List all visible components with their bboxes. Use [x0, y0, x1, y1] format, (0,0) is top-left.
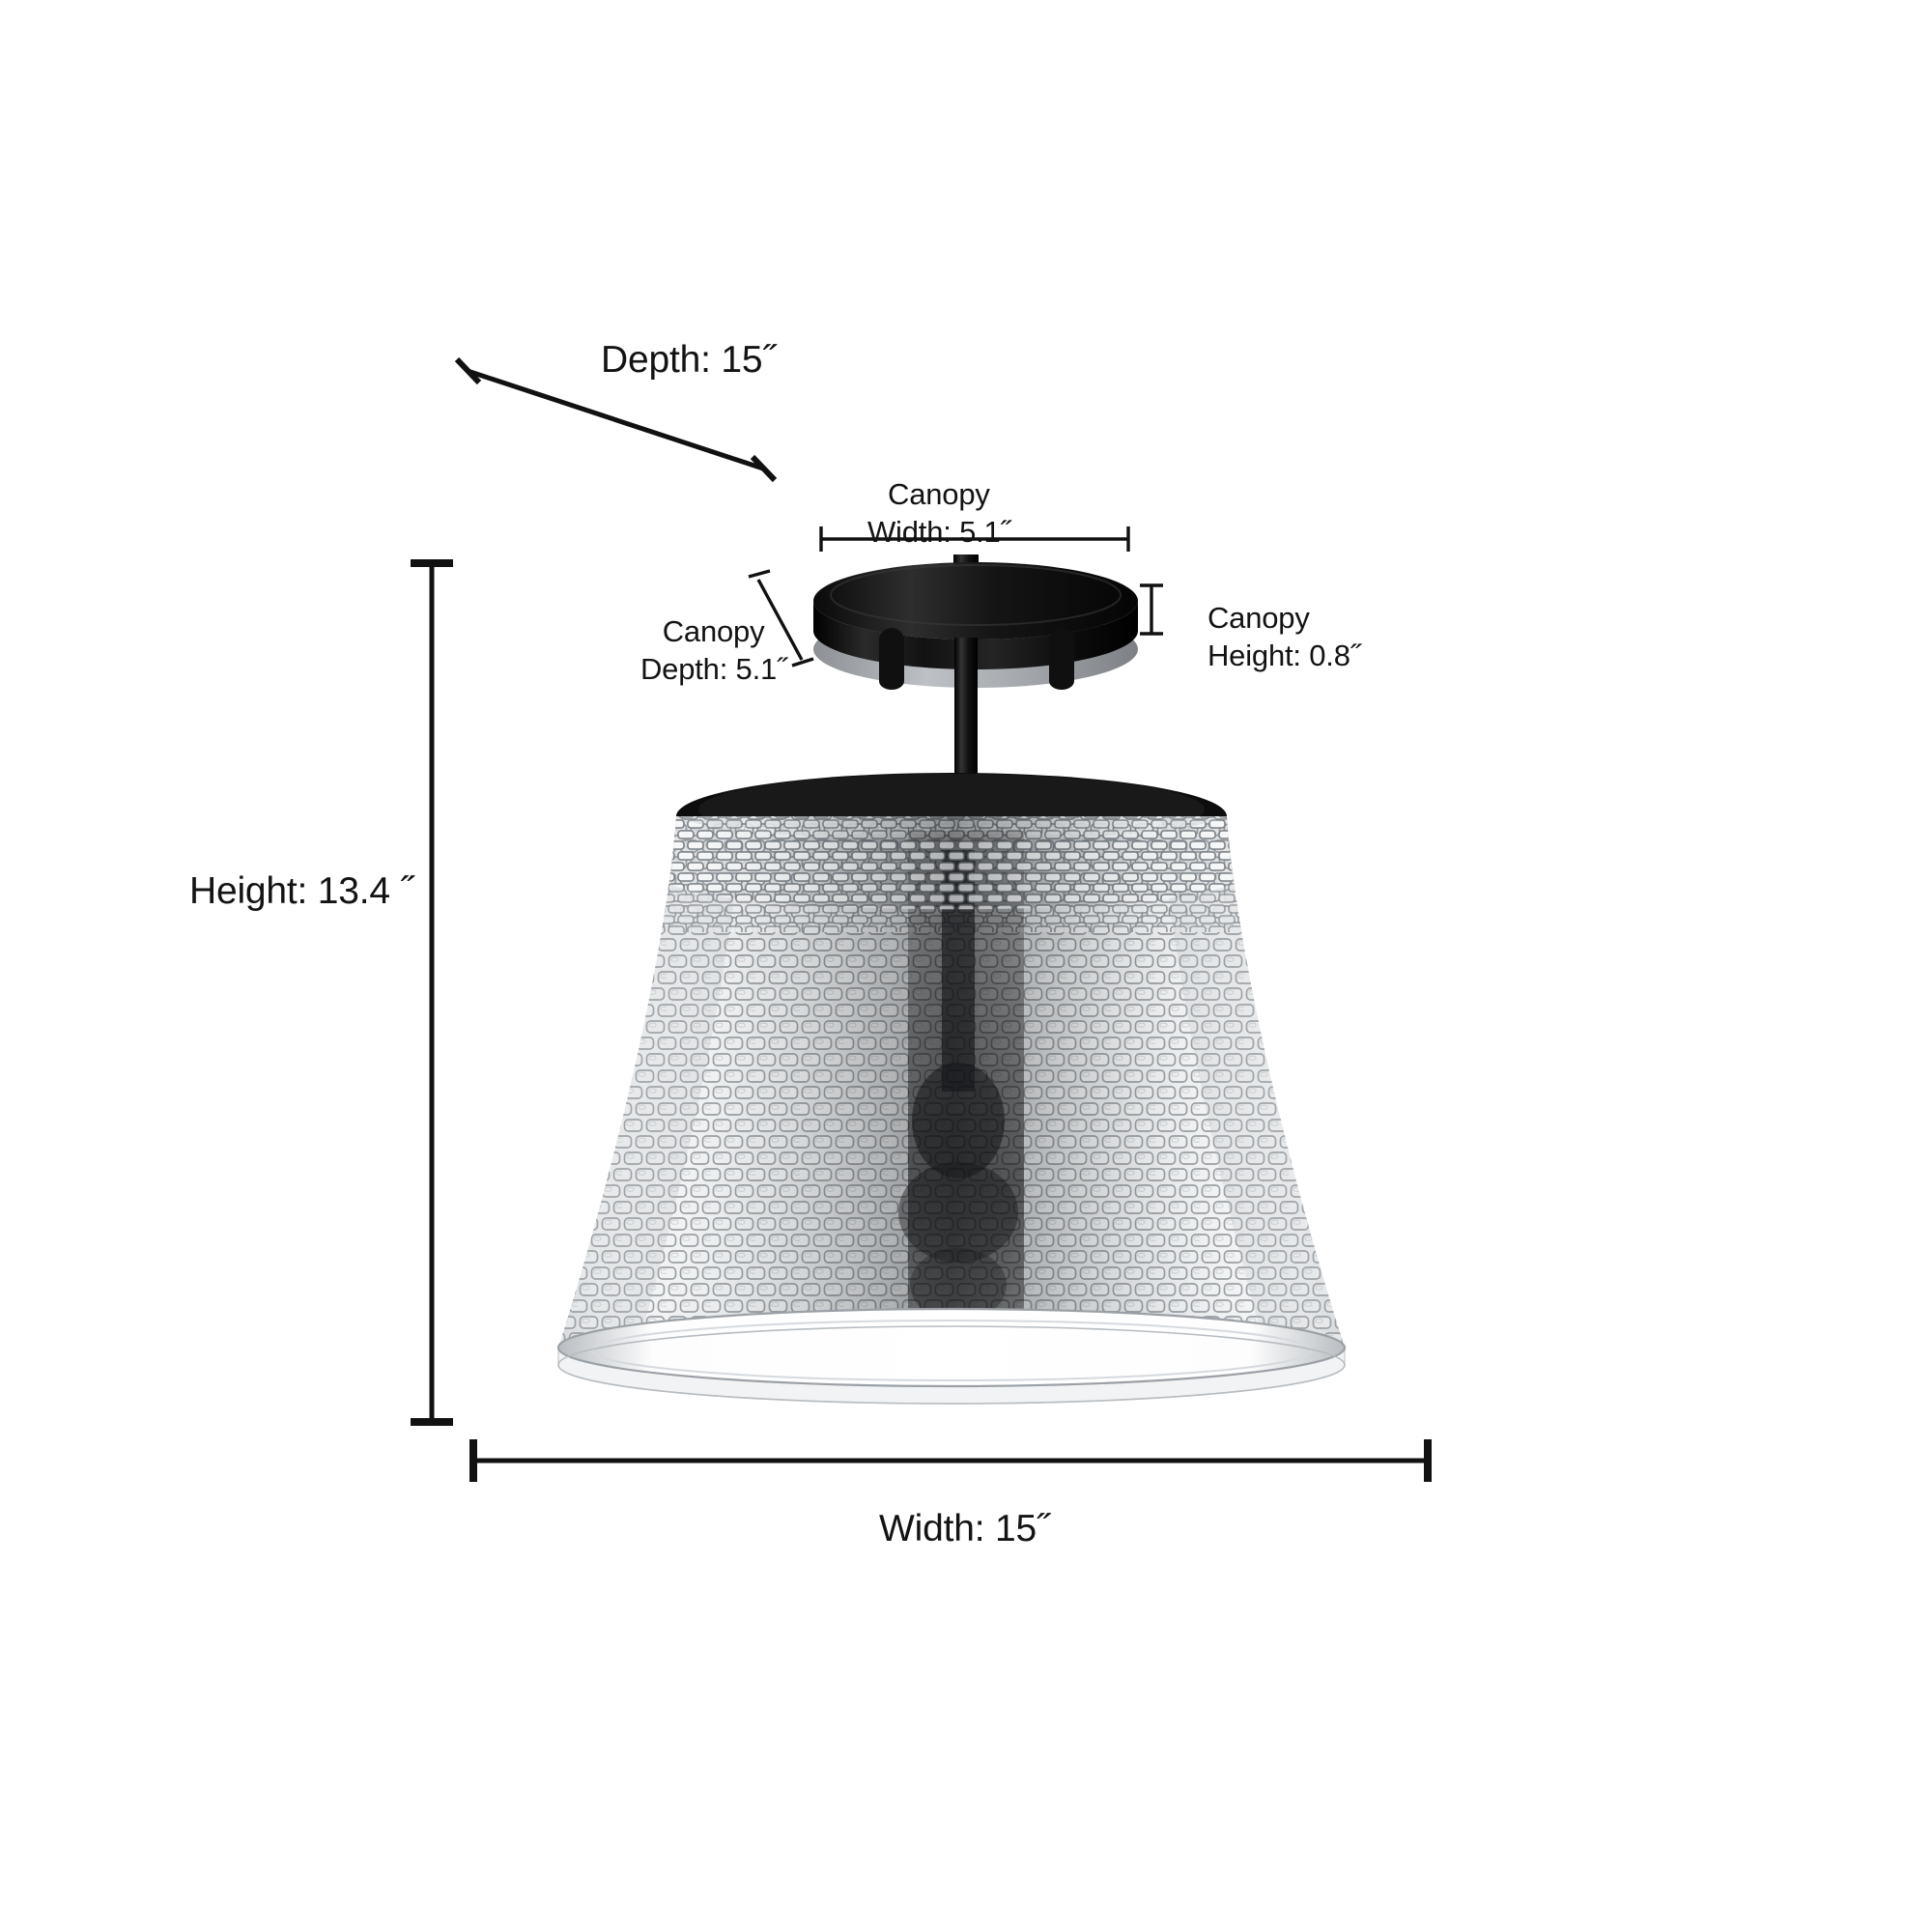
depth-dimension-line	[454, 356, 778, 483]
canopy-width-dimension-line	[819, 526, 1130, 552]
height-label: Height: 13.4 ˝	[189, 870, 413, 912]
canopy-width-label-line1: Canopy	[888, 477, 990, 511]
canopy-height-label-line2: Height: 0.8˝	[1208, 639, 1360, 673]
dimension-lines	[411, 356, 1432, 1482]
width-label: Width: 15˝	[879, 1508, 1049, 1549]
canopy-height-label-line1: Canopy	[1208, 601, 1310, 635]
height-dimension-line	[411, 559, 453, 1426]
width-dimension-line	[469, 1439, 1432, 1482]
glass-shade	[556, 816, 1347, 1405]
canopy-screw-post-left	[879, 628, 904, 690]
depth-label: Depth: 15˝	[601, 339, 776, 381]
canopy-highlight-ring	[830, 564, 1122, 626]
shade-bottom-rim	[556, 1307, 1347, 1405]
canopy-width-label-line2: Width: 5.1˝	[867, 515, 1010, 550]
canopy-height-dimension-line	[1140, 583, 1163, 636]
canopy-screw-post-right	[1049, 628, 1074, 690]
canopy-depth-label-line1: Canopy	[662, 614, 765, 648]
canopy-depth-label-line2: Depth: 5.1˝	[640, 652, 787, 687]
product-illustration	[556, 554, 1347, 1405]
canopy-depth-dimension-line	[748, 569, 814, 668]
canopy-top-plate	[813, 562, 1138, 639]
